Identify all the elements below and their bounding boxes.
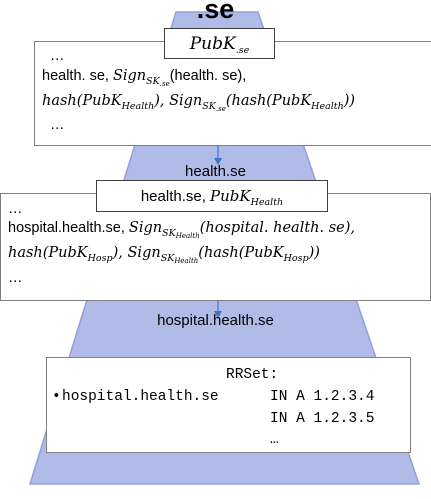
health-ellipsis-top: …	[8, 201, 23, 217]
se-record-line-2: health. se, SignSK.se(health. se),	[42, 68, 247, 88]
hospital-zone-label: hospital.health.se	[157, 312, 274, 329]
arrowhead-box1-to-box2	[214, 158, 222, 165]
rrset-ellipsis: …	[270, 432, 279, 448]
se-public-key-header: PubK.se	[164, 28, 275, 59]
rrset-box	[46, 357, 411, 453]
health-record-line-2: hospital.health.se, SignSKHealth(hospita…	[8, 220, 356, 240]
rrset-record-2: IN A 1.2.3.5	[270, 411, 375, 427]
health-public-key-header: health.se, PubKHealth	[96, 180, 328, 212]
rrset-owner-name: hospital.health.se	[62, 389, 219, 405]
health-ellipsis-bottom: …	[8, 270, 23, 286]
rrset-bullet: •	[52, 389, 61, 405]
se-ellipsis-top: …	[50, 48, 65, 64]
rrset-record-1: IN A 1.2.3.4	[270, 389, 375, 405]
se-record-line-3: hash(PubKHealth), SignSK.se(hash(PubKHea…	[42, 93, 356, 113]
arrowhead-box2-to-box3	[214, 311, 222, 318]
health-record-line-3: hash(PubKHosp), SignSKHealth(hash(PubKHo…	[8, 245, 320, 265]
se-ellipsis-bottom: …	[50, 117, 65, 133]
root-zone-label: .se	[196, 0, 235, 24]
rrset-title: RRSet:	[226, 367, 279, 383]
health-zone-label: health.se	[185, 163, 246, 180]
